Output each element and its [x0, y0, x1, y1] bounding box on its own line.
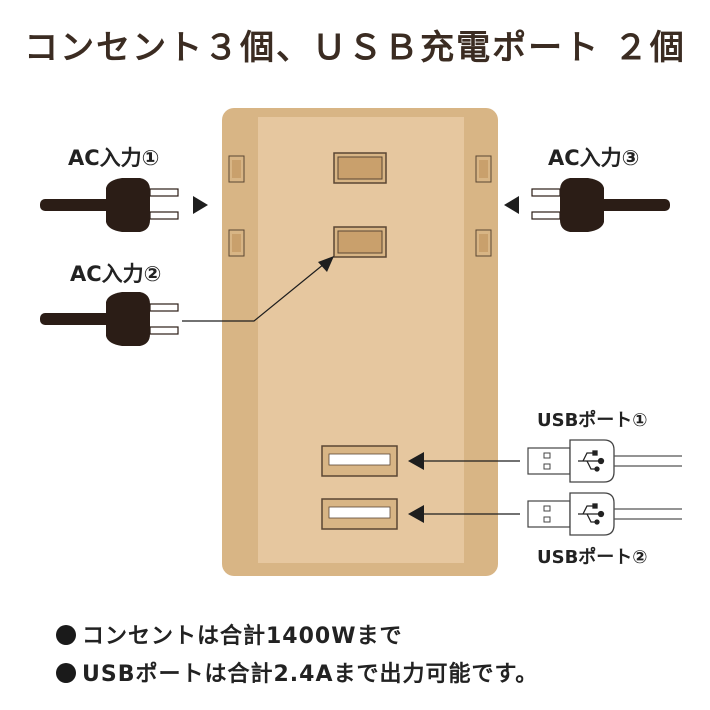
note-text: USBポートは合計2.4Aまで出力可能です。	[82, 662, 539, 687]
label-ac-input-2: AC入力②	[70, 262, 162, 286]
side-tab-left-bottom	[228, 229, 245, 257]
side-tab-right-bottom	[475, 229, 492, 257]
note-outlet-limit: コンセントは合計1400Wまで	[56, 618, 403, 650]
page-title: コンセント３個、ＵＳＢ充電ポート ２個	[24, 28, 686, 68]
ac-socket-middle	[333, 226, 387, 258]
note-text: コンセントは合計1400Wまで	[82, 624, 403, 649]
note-usb-limit: USBポートは合計2.4Aまで出力可能です。	[56, 656, 538, 688]
usb-symbol-icon	[578, 450, 605, 472]
bullet-icon	[56, 625, 76, 645]
power-strip-panel	[258, 117, 464, 563]
side-tab-right-top	[475, 155, 492, 183]
arrow-icon	[504, 196, 519, 214]
arrow-icon	[408, 452, 424, 470]
plug-icon	[40, 178, 179, 232]
arrow-icon	[193, 196, 208, 214]
usb-symbol-icon	[578, 503, 605, 525]
label-usb-port-1: USBポート①	[537, 410, 648, 431]
leader-line-ac2	[182, 263, 325, 322]
arrow-icon	[318, 256, 334, 272]
ac-socket-top	[333, 152, 387, 184]
arrow-icon	[408, 505, 424, 523]
plug-icon	[531, 178, 670, 232]
bullet-icon	[56, 663, 76, 683]
side-tab-left-top	[228, 155, 245, 183]
label-ac-input-1: AC入力①	[68, 146, 160, 170]
usb-cable-icon	[420, 492, 682, 536]
usb-port-2	[321, 498, 398, 530]
label-ac-input-3: AC入力③	[548, 146, 640, 170]
usb-port-1	[321, 445, 398, 477]
plug-icon	[40, 292, 179, 346]
usb-cable-icon	[420, 439, 682, 483]
label-usb-port-2: USBポート②	[537, 547, 648, 568]
